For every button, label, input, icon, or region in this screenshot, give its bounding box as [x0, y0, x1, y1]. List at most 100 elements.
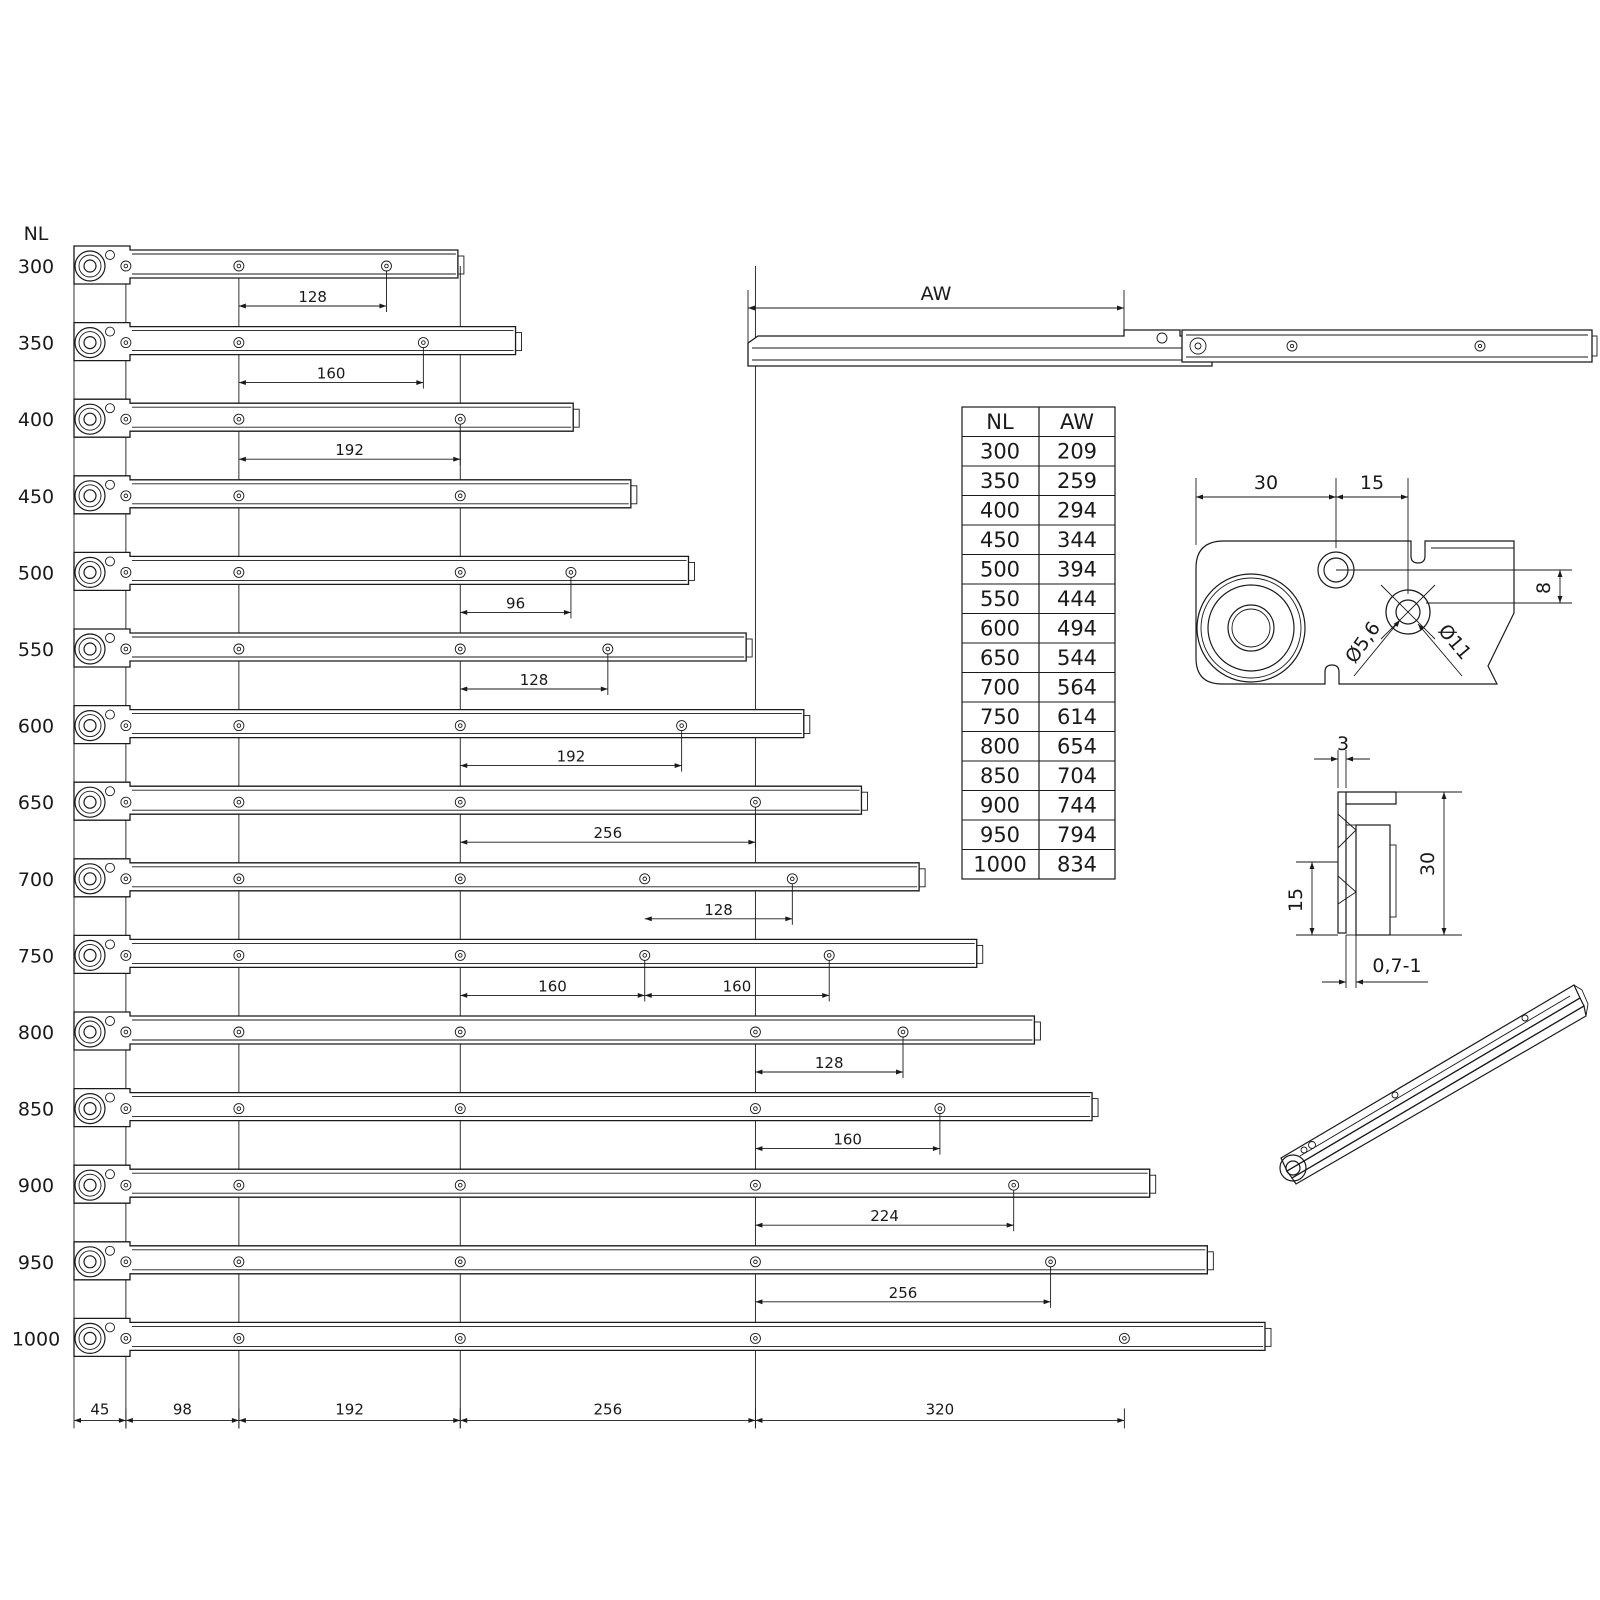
- mounting-hole: [120, 949, 132, 961]
- front-dim-8: 8: [1533, 582, 1555, 594]
- spacing-dimension-label: 128: [704, 901, 733, 919]
- rail-end-stop: [1033, 1021, 1041, 1041]
- rails-length-list: 3001283501604001924505009655012860019265…: [12, 245, 1272, 1409]
- rail-end-stop: [1264, 1327, 1272, 1347]
- rail-end-stop: [861, 791, 868, 811]
- rail-nl-label: 950: [18, 1252, 54, 1274]
- mounting-hole: [120, 260, 132, 272]
- table-cell-nl: 450: [980, 528, 1020, 552]
- mounting-hole: [233, 337, 245, 349]
- table-cell-aw: 394: [1057, 558, 1097, 582]
- table-cell-nl: 800: [980, 735, 1020, 759]
- rail-body: [73, 628, 747, 668]
- rail-nl-label: 300: [18, 256, 54, 278]
- roller-wheel: [74, 1092, 106, 1125]
- mounting-hole: [233, 796, 245, 808]
- roller-wheel: [74, 786, 106, 818]
- roller-wheel: [74, 556, 106, 589]
- roller-wheel: [74, 1016, 106, 1048]
- rail-body: [73, 1241, 1208, 1281]
- mounting-hole: [120, 643, 132, 655]
- pivot-hole: [105, 786, 115, 797]
- front-dim-30: 30: [1254, 472, 1278, 494]
- pivot-hole: [105, 1322, 115, 1333]
- rail-end-stop: [572, 408, 580, 428]
- mounting-hole: [233, 720, 245, 732]
- rail-body: [73, 1164, 1151, 1204]
- mounting-hole: [233, 1179, 245, 1191]
- mounting-hole: [120, 413, 132, 425]
- rail-row: 550 128: [18, 628, 753, 695]
- rail-end-stop: [1206, 1251, 1214, 1271]
- table-cell-nl: 500: [980, 558, 1020, 582]
- front-dia-large: Ø11: [1434, 620, 1476, 664]
- pivot-hole: [105, 862, 115, 873]
- mounting-hole: [233, 949, 245, 961]
- nl-column-header: NL: [24, 223, 49, 245]
- table-cell-nl: 550: [980, 587, 1020, 611]
- table-cell-aw: 834: [1057, 853, 1097, 877]
- mounting-hole: [120, 720, 132, 732]
- mounting-hole: [454, 1103, 466, 1115]
- rail-row: 850 160: [18, 1087, 1099, 1155]
- mounting-hole: [749, 1026, 761, 1038]
- mounting-hole: [749, 1179, 761, 1191]
- rail-body: [73, 781, 863, 821]
- roller-wheel: [74, 250, 106, 282]
- mounting-hole: [1118, 1332, 1130, 1344]
- spacing-dimension-label: 192: [335, 441, 364, 459]
- roller-wheel: [74, 403, 106, 435]
- side-dim-gap: 0,7-1: [1372, 955, 1421, 977]
- rail-nl-label: 400: [18, 409, 54, 431]
- roller-wheel: [74, 709, 106, 742]
- table-cell-aw: 259: [1057, 469, 1097, 493]
- rail-nl-label: 350: [18, 333, 54, 355]
- spacing-dimension-label: 128: [520, 671, 549, 689]
- mounting-hole: [120, 1103, 132, 1115]
- table-cell-nl: 850: [980, 764, 1020, 788]
- spacing-dimension-label: 256: [594, 824, 623, 842]
- rail-body: [73, 858, 920, 898]
- table-cell-nl: 600: [980, 617, 1020, 641]
- rail-nl-label: 550: [18, 639, 54, 661]
- rail-end-stop: [688, 561, 695, 581]
- spacing-dimension-label: 160: [833, 1131, 862, 1149]
- rail-nl-label: 900: [18, 1175, 54, 1197]
- mounting-hole: [749, 1256, 761, 1268]
- mounting-hole: [749, 1332, 761, 1344]
- mounting-hole: [454, 1179, 466, 1191]
- mounting-hole: [233, 490, 245, 502]
- side-dim-30: 30: [1417, 852, 1439, 876]
- pivot-hole: [105, 479, 115, 490]
- rail-nl-label: 600: [18, 716, 54, 738]
- rail-nl-label: 750: [18, 945, 54, 967]
- pivot-hole: [105, 1169, 115, 1180]
- rail-body: [73, 704, 805, 745]
- pivot-hole: [105, 939, 115, 950]
- rail-nl-label: 850: [18, 1099, 54, 1121]
- table-cell-aw: 794: [1057, 823, 1097, 847]
- rail-body: [73, 551, 690, 592]
- bottom-dimension-label: 256: [594, 1400, 623, 1418]
- table-cell-aw: 654: [1057, 735, 1097, 759]
- table-header-aw: AW: [1060, 410, 1094, 434]
- table-cell-nl: 300: [980, 440, 1020, 464]
- roller-wheel: [74, 1169, 106, 1201]
- rail-body: [73, 321, 517, 362]
- front-dia-small: Ø5,6: [1341, 618, 1385, 668]
- rail-body: [73, 1317, 1266, 1358]
- mounting-hole: [120, 1179, 132, 1191]
- spacing-dimension-label: 96: [506, 594, 525, 612]
- mounting-hole: [120, 337, 132, 349]
- roller-wheel: [74, 327, 106, 359]
- rail-end-stop: [457, 255, 465, 275]
- mounting-hole: [233, 566, 245, 578]
- rail-body: [73, 1011, 1036, 1051]
- table-cell-nl: 350: [980, 469, 1020, 493]
